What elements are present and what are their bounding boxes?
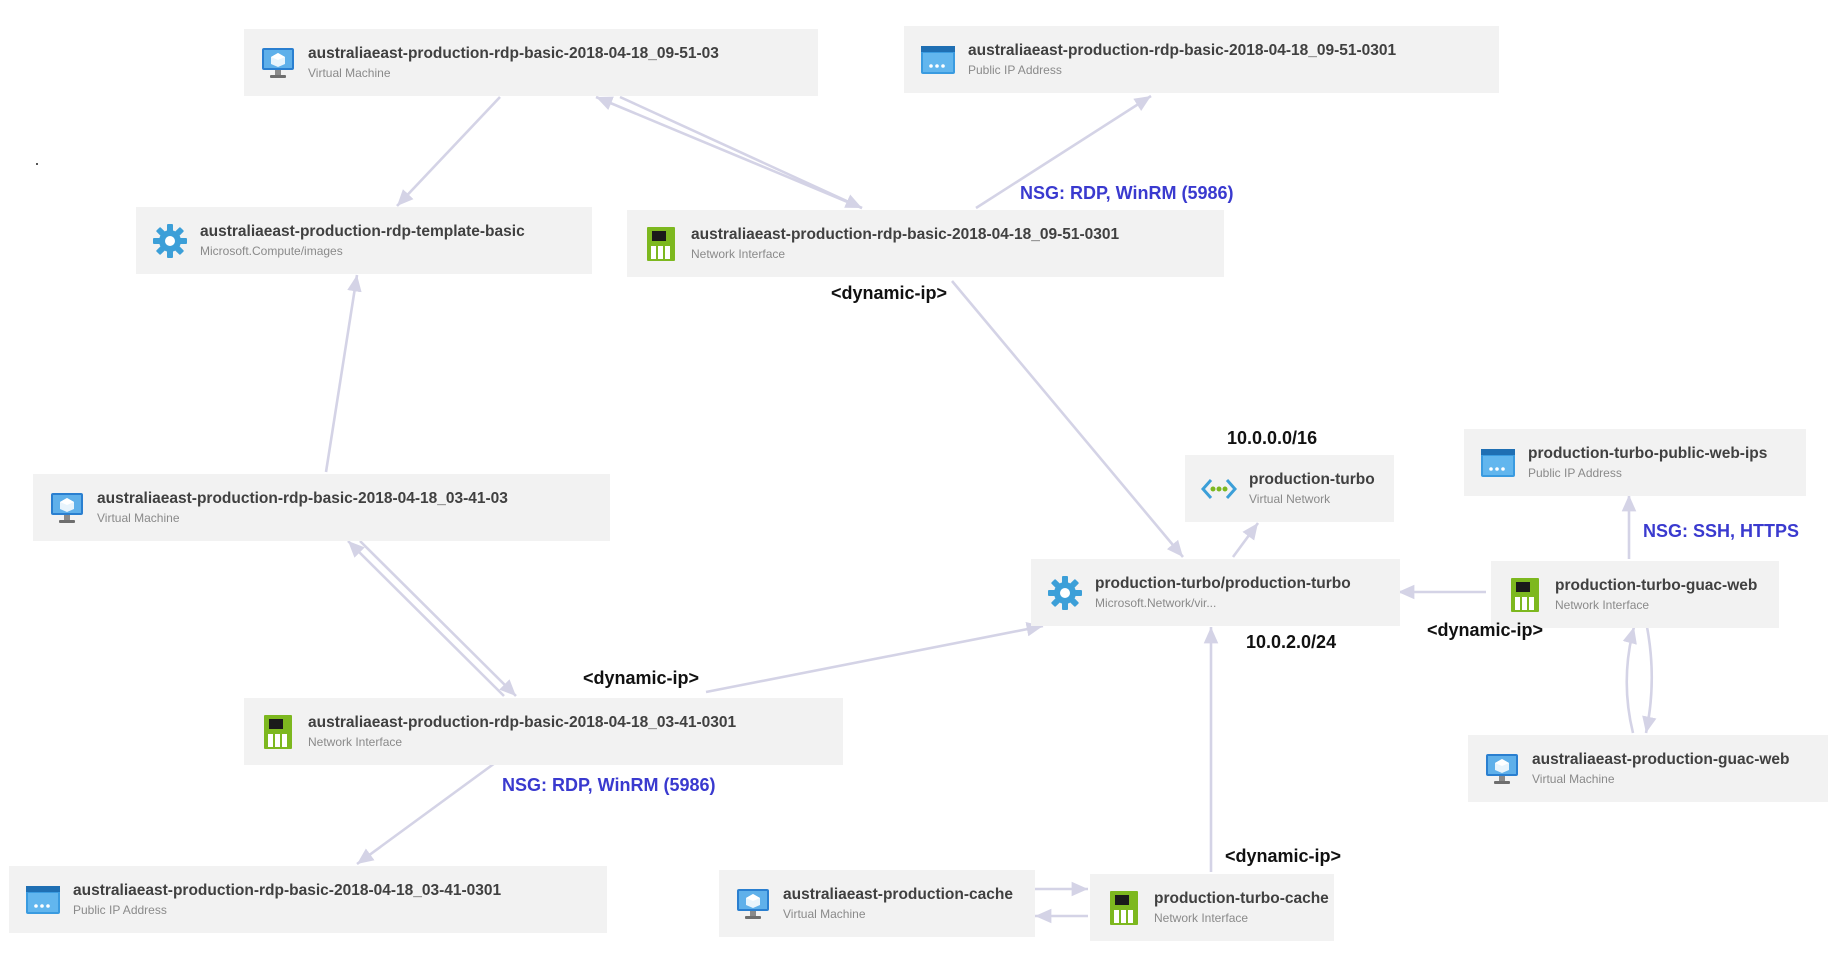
node-title: australiaeast-production-guac-web	[1532, 751, 1790, 768]
node-nic-cache[interactable]: production-turbo-cache Network Interface	[1090, 874, 1334, 941]
edge-nic0951-to-pip0951	[975, 94, 1152, 210]
public-ip-icon	[921, 46, 955, 74]
dynamic-ip-label-0341: <dynamic-ip>	[583, 668, 700, 688]
virtual-machine-icon	[737, 889, 769, 919]
node-vm-guac[interactable]: australiaeast-production-guac-web Virtua…	[1468, 735, 1828, 802]
node-subtitle: Network Interface	[1555, 598, 1650, 612]
edge-nic0341-to-vm0341	[347, 540, 505, 697]
edge-nic0341-to-pip0341	[356, 761, 496, 866]
dynamic-ip-label-guac: <dynamic-ip>	[1427, 620, 1544, 640]
node-title: australiaeast-production-rdp-basic-2018-…	[97, 490, 508, 507]
node-vm-0341[interactable]: australiaeast-production-rdp-basic-2018-…	[33, 474, 610, 541]
edge-vm0341-to-nic0341	[359, 540, 517, 697]
node-subtitle: Public IP Address	[73, 903, 167, 917]
edge-vm0951-to-image	[396, 96, 501, 207]
nsg-label-bottom: NSG: RDP, WinRM (5986)	[502, 775, 716, 795]
edge-nicguac-to-vmguac	[1642, 626, 1657, 734]
node-title: production-turbo-public-web-ips	[1528, 445, 1768, 462]
edge-nic0341-to-subnet	[705, 622, 1044, 694]
node-vnet[interactable]: production-turbo Virtual Network	[1185, 455, 1394, 522]
virtual-machine-icon	[1486, 754, 1518, 784]
node-nic-0341[interactable]: australiaeast-production-rdp-basic-2018-…	[244, 698, 843, 765]
node-subtitle: Network Interface	[1154, 911, 1249, 925]
node-subtitle: Microsoft.Network/vir...	[1095, 596, 1217, 610]
virtual-machine-icon	[262, 48, 294, 78]
node-title: australiaeast-production-cache	[783, 886, 1013, 903]
subnet-cidr-label: 10.0.2.0/24	[1246, 632, 1337, 652]
vnet-cidr-label: 10.0.0.0/16	[1227, 428, 1318, 448]
node-subtitle: Microsoft.Compute/images	[200, 244, 343, 258]
nsg-label-top: NSG: RDP, WinRM (5986)	[1020, 183, 1234, 203]
edge-nic0951-to-subnet	[951, 280, 1184, 558]
node-title: production-turbo	[1249, 471, 1375, 488]
public-ip-icon	[1481, 449, 1515, 477]
node-subtitle: Virtual Network	[1249, 492, 1331, 506]
node-image-template[interactable]: australiaeast-production-rdp-template-ba…	[136, 207, 592, 274]
node-title: australiaeast-production-rdp-basic-2018-…	[308, 45, 719, 62]
node-subtitle: Network Interface	[308, 735, 403, 749]
node-title: australiaeast-production-rdp-template-ba…	[200, 223, 525, 240]
node-subtitle: Public IP Address	[1528, 466, 1622, 480]
network-interface-icon	[1511, 578, 1539, 612]
gear-icon	[1048, 576, 1082, 610]
node-vm-cache[interactable]: australiaeast-production-cache Virtual M…	[719, 870, 1035, 937]
node-pip-0951[interactable]: australiaeast-production-rdp-basic-2018-…	[904, 26, 1499, 93]
node-title: australiaeast-production-rdp-basic-2018-…	[308, 714, 737, 731]
edge-subnet-to-vnet	[1231, 522, 1260, 558]
nsg-label-ssh: NSG: SSH, HTTPS	[1643, 521, 1800, 541]
gear-icon	[153, 224, 187, 258]
node-nic-0951[interactable]: australiaeast-production-rdp-basic-2018-…	[627, 210, 1224, 277]
node-subnet[interactable]: production-turbo/production-turbo Micros…	[1031, 559, 1400, 626]
virtual-machine-icon	[51, 493, 83, 523]
node-nic-guac[interactable]: production-turbo-guac-web Network Interf…	[1491, 561, 1779, 628]
network-interface-icon	[1110, 891, 1138, 925]
node-subtitle: Virtual Machine	[783, 907, 866, 921]
public-ip-icon	[26, 886, 60, 914]
dynamic-ip-label-top: <dynamic-ip>	[831, 283, 948, 303]
node-title: production-turbo/production-turbo	[1095, 575, 1351, 592]
stray-dot	[36, 163, 38, 165]
node-subtitle: Virtual Machine	[1532, 772, 1615, 786]
node-title: production-turbo-cache	[1154, 890, 1329, 907]
node-subtitle: Network Interface	[691, 247, 786, 261]
node-pip-web[interactable]: production-turbo-public-web-ips Public I…	[1464, 429, 1806, 496]
edge-vm0341-to-image	[324, 274, 362, 473]
node-title: australiaeast-production-rdp-basic-2018-…	[968, 42, 1397, 59]
edge-vm0951-to-nic0951	[619, 95, 863, 210]
node-subtitle: Public IP Address	[968, 63, 1062, 77]
node-pip-0341[interactable]: australiaeast-production-rdp-basic-2018-…	[9, 866, 607, 933]
node-title: production-turbo-guac-web	[1555, 577, 1758, 594]
node-title: australiaeast-production-rdp-basic-2018-…	[691, 226, 1120, 243]
node-vm-0951[interactable]: australiaeast-production-rdp-basic-2018-…	[244, 29, 818, 96]
node-subtitle: Virtual Machine	[97, 511, 180, 525]
node-subtitle: Virtual Machine	[308, 66, 391, 80]
network-interface-icon	[264, 715, 292, 749]
edge-nic0951-to-vm0951	[595, 95, 863, 210]
dynamic-ip-label-cache: <dynamic-ip>	[1225, 846, 1342, 866]
network-interface-icon	[647, 227, 675, 261]
node-title: australiaeast-production-rdp-basic-2018-…	[73, 882, 502, 899]
virtual-network-icon	[1201, 479, 1237, 499]
edge-vmguac-to-nicguac	[1622, 626, 1637, 734]
